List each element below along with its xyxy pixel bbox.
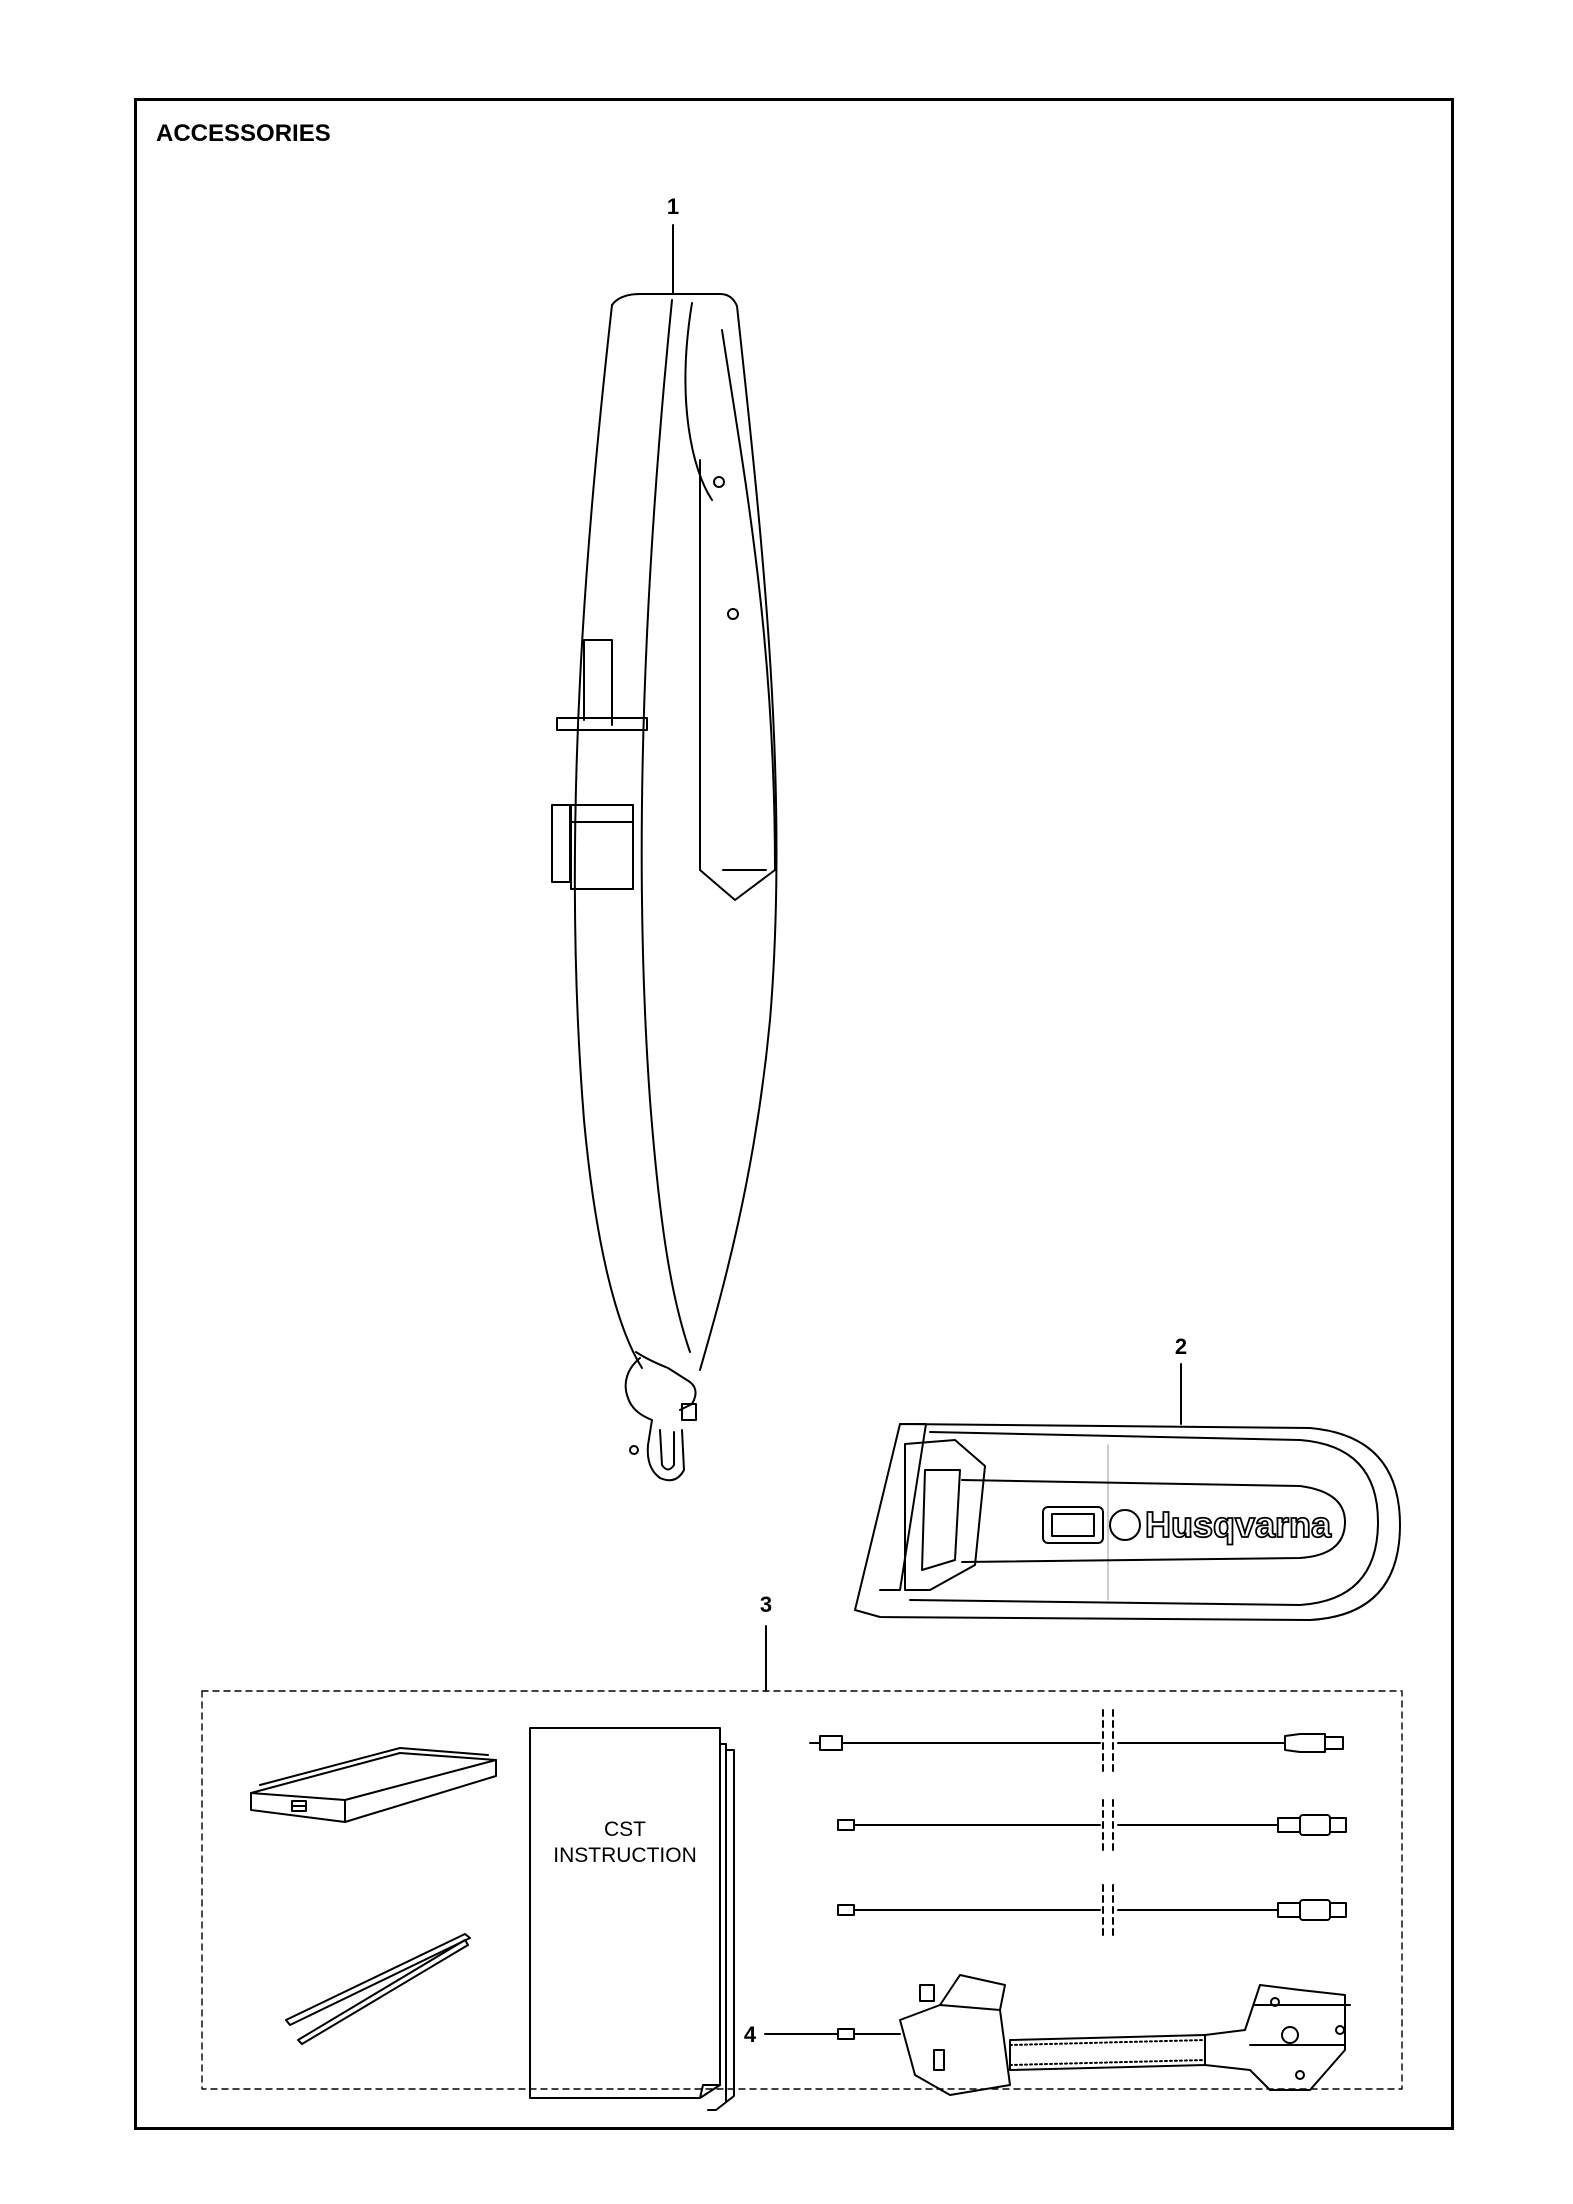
tweezers-icon bbox=[285, 1933, 471, 2045]
cable-icon bbox=[809, 1709, 1347, 1939]
manual-label-line1: CST bbox=[604, 1818, 646, 1841]
harness-strap-icon bbox=[551, 224, 778, 1482]
cst-kit-box bbox=[201, 1625, 1403, 2090]
callout-1: 1 bbox=[667, 194, 679, 219]
bar-cover-logo: Husqvarna bbox=[1145, 1504, 1332, 1545]
callout-2: 2 bbox=[1175, 1334, 1187, 1359]
test-harness-icon bbox=[764, 1974, 1351, 2096]
manual-label-line2: INSTRUCTION bbox=[553, 1844, 697, 1867]
bar-cover-icon bbox=[854, 1363, 1401, 1621]
battery-box-icon bbox=[250, 1747, 497, 1823]
callout-3: 3 bbox=[760, 1592, 772, 1617]
page-frame bbox=[134, 98, 1454, 2130]
callout-4: 4 bbox=[744, 2022, 757, 2047]
page-title: ACCESSORIES bbox=[156, 120, 331, 147]
manual-icon bbox=[529, 1727, 735, 2111]
